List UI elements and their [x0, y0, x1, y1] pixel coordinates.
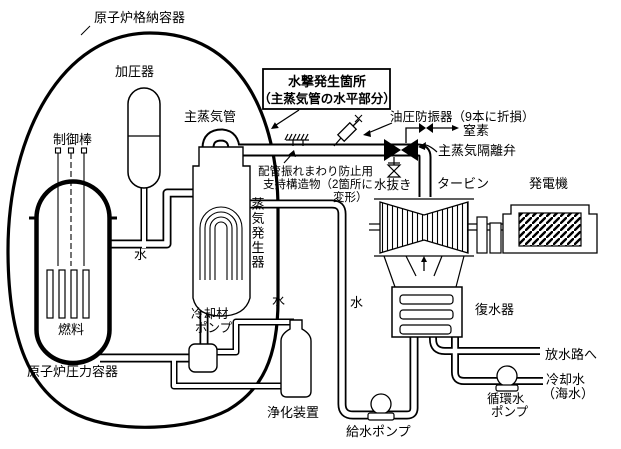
- drain-label: 水抜き: [374, 177, 412, 192]
- circ-pump-label-1: 循環水: [487, 392, 525, 406]
- damper-leader: [363, 122, 393, 137]
- pipe-support-label-3: 変形）: [333, 190, 368, 204]
- turbine-exhaust-hood: [383, 255, 465, 288]
- pipe-support-label-2: 支持構造物（2箇所に: [263, 177, 373, 191]
- hydraulic-damper: [333, 114, 363, 147]
- sg-u-tubes: [199, 206, 243, 280]
- coolant-pump-body: [188, 343, 218, 373]
- condenser-label: 復水器: [475, 302, 514, 317]
- water-hammer-label-1: 水撃発生箇所: [288, 74, 366, 89]
- condenser-tubes: [399, 294, 454, 335]
- water-hammer-label-2: （主蒸気管の水平部分）: [258, 91, 396, 106]
- turbine-rotor: [374, 198, 474, 257]
- drain-valve: [386, 157, 402, 178]
- water-label-purifier: 水: [272, 293, 285, 308]
- discharge-label: 放水路へ: [545, 347, 597, 362]
- steam-generator-label: 蒸気発生器: [250, 197, 265, 270]
- reactor-vessel-label: 原子炉圧力容器: [27, 364, 118, 379]
- cooling-water-label-1: 冷却水: [546, 372, 585, 387]
- purifier-body: [280, 319, 312, 398]
- generator-winding-hatch: [518, 212, 582, 247]
- feed-pump-label: 給水ポンプ: [346, 424, 411, 439]
- pipe-hanger: [284, 133, 309, 146]
- water-hammer-box: [262, 68, 391, 110]
- circ-pump-label-2: ポンプ: [491, 405, 529, 419]
- turbine-label: タービン: [437, 176, 489, 191]
- containment-label: 原子炉格納容器: [94, 10, 185, 25]
- nitrogen-line: [405, 123, 459, 143]
- pressurizer-label: 加圧器: [115, 64, 154, 79]
- steam-flow-arrow: [421, 256, 427, 271]
- water-hammer-arrow: [271, 109, 300, 129]
- containment-leader: [80, 25, 91, 36]
- hydraulic-damper-label: 油圧防振器（9本に折損）: [390, 109, 534, 124]
- fuel-rods: [46, 269, 90, 319]
- purifier-label: 浄化装置: [267, 405, 319, 420]
- pipe-support-label-1: 配管振れまわり防止用: [258, 164, 373, 178]
- control-rods-label: 制御棒: [53, 132, 92, 147]
- feedwater-pump: [367, 393, 395, 421]
- main-steam-pipe-label: 主蒸気管: [184, 109, 236, 124]
- pipes-inner: [100, 130, 543, 418]
- fuel-label: 燃料: [58, 322, 84, 337]
- coolant-pump-label-2: ポンプ: [195, 321, 233, 335]
- pressurizer-vessel: [127, 87, 161, 189]
- generator-label: 発電機: [529, 176, 568, 191]
- msiv-valve: [384, 139, 418, 161]
- shaft-pedestal-2: [489, 222, 502, 254]
- generator-body: [502, 204, 598, 254]
- support-leader: [283, 150, 296, 164]
- nitrogen-label: 窒素: [463, 123, 489, 138]
- control-rod-lines: [54, 147, 88, 266]
- shaft-pedestal-1: [476, 216, 488, 254]
- water-label-hot-leg: 水: [134, 247, 147, 262]
- cooling-water-label-2: （海水）: [542, 386, 594, 401]
- coolant-pump-label-1: 冷却材: [191, 307, 229, 321]
- water-label-feed: 水: [350, 295, 363, 310]
- msiv-label: 主蒸気隔離弁: [438, 143, 516, 158]
- nitrogen-arrowhead: [452, 125, 459, 131]
- circulating-pump: [495, 365, 519, 392]
- steam-generator-body: [192, 146, 251, 317]
- msiv-leader: [418, 142, 438, 153]
